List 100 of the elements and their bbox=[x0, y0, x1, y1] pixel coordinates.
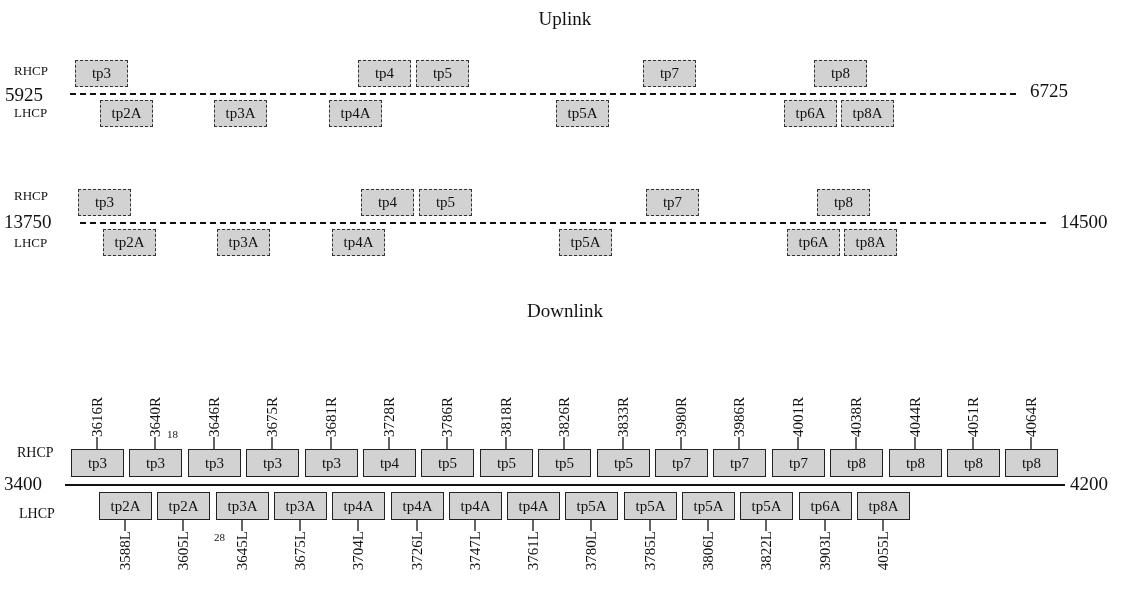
leader-line bbox=[505, 436, 507, 450]
polarization-label: LHCP bbox=[14, 235, 48, 251]
leader-line bbox=[299, 519, 301, 532]
transponder-box: tp3 bbox=[188, 449, 241, 477]
frequency-label: 3818R bbox=[498, 397, 514, 437]
transponder-box: tp8 bbox=[947, 449, 1000, 477]
transponder-box: tp3 bbox=[75, 60, 128, 87]
leader-line bbox=[182, 519, 184, 532]
transponder-box: tp4A bbox=[329, 100, 382, 127]
transponder-box: tp3 bbox=[305, 449, 358, 477]
frequency-label: 4038R bbox=[848, 397, 864, 437]
transponder-box: tp2A bbox=[99, 492, 152, 520]
leader-line bbox=[649, 519, 651, 532]
frequency-label: 3785L bbox=[642, 531, 658, 571]
transponder-box: tp7 bbox=[643, 60, 696, 87]
transponder-box: tp5 bbox=[416, 60, 469, 87]
leader-line bbox=[388, 436, 390, 450]
transponder-box: tp4A bbox=[332, 492, 385, 520]
frequency-label: 3675L bbox=[292, 531, 308, 571]
leader-line bbox=[680, 436, 682, 450]
leader-line bbox=[532, 519, 534, 532]
transponder-box: tp8 bbox=[830, 449, 883, 477]
frequency-label: 3822L bbox=[758, 531, 774, 571]
frequency-label: 4051R bbox=[965, 397, 981, 437]
transponder-box: tp8 bbox=[1005, 449, 1058, 477]
leader-line bbox=[271, 436, 273, 450]
frequency-label: 3681R bbox=[323, 397, 339, 437]
frequency-label: 4001R bbox=[790, 397, 806, 437]
transponder-box: tp4 bbox=[358, 60, 411, 87]
frequency-label: 3786R bbox=[439, 397, 455, 437]
frequency-label: 3747L bbox=[467, 531, 483, 571]
frequency-label: 3980R bbox=[673, 397, 689, 437]
transponder-box: tp5 bbox=[538, 449, 591, 477]
section-heading: Downlink bbox=[527, 300, 603, 322]
frequency-label: 3588L bbox=[117, 531, 133, 571]
frequency-value: 3400 bbox=[4, 473, 42, 495]
leader-line bbox=[622, 436, 624, 450]
transponder-box: tp7 bbox=[646, 189, 699, 216]
polarization-label: RHCP bbox=[14, 63, 48, 79]
leader-line bbox=[765, 519, 767, 532]
leader-line bbox=[1030, 436, 1032, 450]
transponder-box: tp3A bbox=[217, 229, 270, 256]
transponder-box: tp3 bbox=[71, 449, 124, 477]
frequency-label: 4055L bbox=[875, 531, 891, 571]
leader-line bbox=[824, 519, 826, 532]
frequency-label: 3986R bbox=[731, 397, 747, 437]
frequency-label: 4064R bbox=[1023, 397, 1039, 437]
leader-line bbox=[707, 519, 709, 532]
leader-line bbox=[241, 519, 243, 532]
leader-line bbox=[474, 519, 476, 532]
polarization-label: LHCP bbox=[19, 506, 55, 522]
leader-line bbox=[882, 519, 884, 532]
frequency-label: 3833R bbox=[615, 397, 631, 437]
frequency-label: 3806L bbox=[700, 531, 716, 571]
section-heading: Uplink bbox=[538, 8, 592, 30]
transponder-box: tp5A bbox=[624, 492, 677, 520]
frequency-value: 13750 bbox=[4, 211, 52, 233]
transponder-box: tp2A bbox=[157, 492, 210, 520]
frequency-label: 3605L bbox=[175, 531, 191, 571]
transponder-box: tp4A bbox=[391, 492, 444, 520]
frequency-value: 6725 bbox=[1030, 80, 1068, 102]
transponder-box: tp6A bbox=[799, 492, 852, 520]
frequency-label: 4044R bbox=[907, 397, 923, 437]
frequency-label: 3826R bbox=[556, 397, 572, 437]
transponder-box: tp5A bbox=[556, 100, 609, 127]
polarization-label: RHCP bbox=[14, 188, 48, 204]
leader-line bbox=[124, 519, 126, 532]
frequency-label: 3903L bbox=[817, 531, 833, 571]
note-number: 28 bbox=[214, 531, 225, 543]
transponder-box: tp5 bbox=[597, 449, 650, 477]
frequency-label: 3675R bbox=[264, 397, 280, 437]
transponder-box: tp4A bbox=[332, 229, 385, 256]
transponder-box: tp5A bbox=[682, 492, 735, 520]
transponder-box: tp3 bbox=[78, 189, 131, 216]
transponder-box: tp5A bbox=[559, 229, 612, 256]
frequency-value: 4200 bbox=[1070, 473, 1108, 495]
transponder-box: tp3A bbox=[274, 492, 327, 520]
leader-line bbox=[797, 436, 799, 450]
transponder-box: tp5A bbox=[740, 492, 793, 520]
transponder-box: tp8A bbox=[844, 229, 897, 256]
frequency-label: 3780L bbox=[583, 531, 599, 571]
leader-line bbox=[330, 436, 332, 450]
leader-line bbox=[96, 436, 98, 450]
note-number: 18 bbox=[167, 428, 178, 440]
leader-line bbox=[416, 519, 418, 532]
frequency-label: 3646R bbox=[206, 397, 222, 437]
transponder-box: tp8 bbox=[814, 60, 867, 87]
transponder-box: tp7 bbox=[772, 449, 825, 477]
leader-line bbox=[213, 436, 215, 450]
leader-line bbox=[446, 436, 448, 450]
transponder-box: tp7 bbox=[713, 449, 766, 477]
transponder-box: tp6A bbox=[784, 100, 837, 127]
transponder-box: tp3A bbox=[214, 100, 267, 127]
polarization-label: RHCP bbox=[17, 445, 54, 461]
transponder-box: tp2A bbox=[100, 100, 153, 127]
transponder-box: tp8A bbox=[857, 492, 910, 520]
leader-line bbox=[738, 436, 740, 450]
frequency-label: 3761L bbox=[525, 531, 541, 571]
leader-line bbox=[154, 436, 156, 450]
transponder-box: tp7 bbox=[655, 449, 708, 477]
